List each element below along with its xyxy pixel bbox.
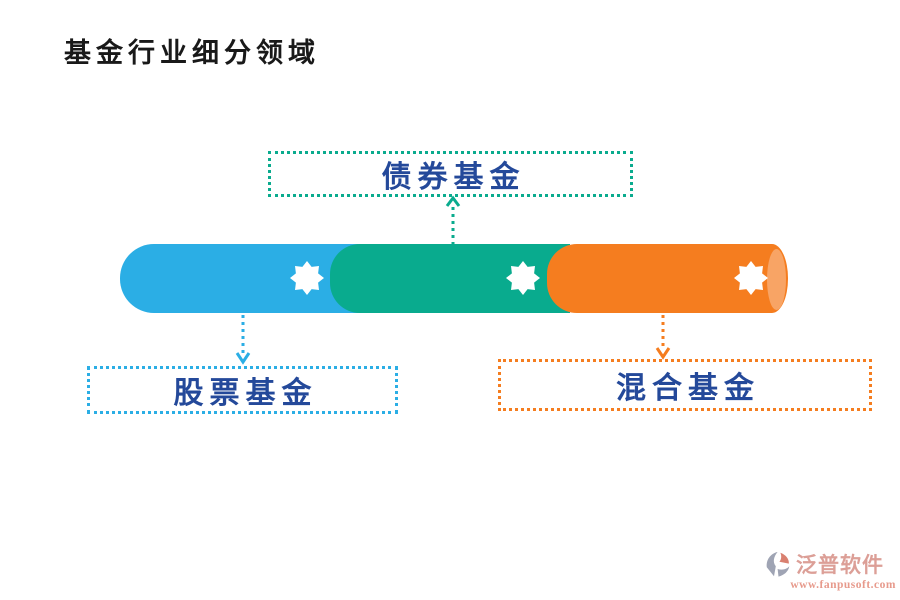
star-icon: [506, 261, 540, 295]
arrow-down-stock-icon: [235, 315, 251, 365]
fanpu-logo-icon: [766, 551, 790, 577]
star-icon: [290, 261, 324, 295]
bond-fund-label: 债券基金: [381, 161, 526, 194]
watermark-url: www.fanpusoft.com: [790, 579, 896, 591]
label-box-bond-fund: 债券基金: [268, 151, 633, 197]
stock-fund-label: 股票基金: [173, 377, 318, 410]
label-box-mixed-fund: 混合基金: [498, 359, 872, 411]
label-box-stock-fund: 股票基金: [87, 366, 398, 414]
arrow-down-mixed-icon: [655, 315, 671, 360]
cylinder-end-cap: [767, 249, 786, 310]
watermark-brand: 泛普软件: [796, 553, 884, 577]
mixed-fund-label: 混合基金: [616, 372, 760, 405]
page-title: 基金行业细分领域: [64, 38, 320, 68]
star-icon: [734, 261, 768, 295]
watermark: 泛普软件 www.fanpusoft.com: [764, 549, 896, 591]
arrow-up-bond-icon: [445, 195, 461, 245]
